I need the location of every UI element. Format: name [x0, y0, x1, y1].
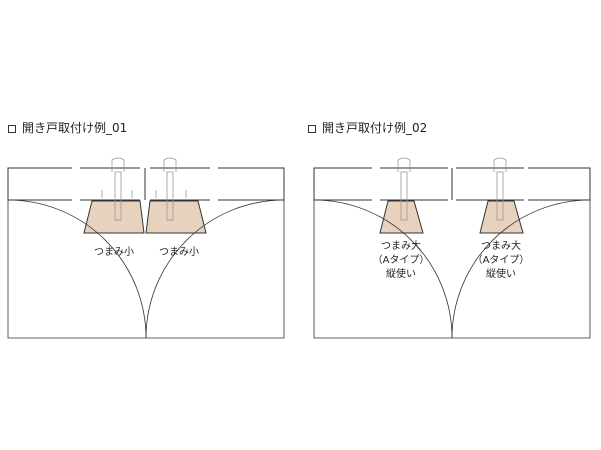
knob-label-left: つまみ小	[94, 247, 134, 258]
knob-large-left	[379, 200, 424, 234]
screw-left	[397, 157, 411, 221]
example-panel-2: 開き戸取付け例_02 つまみ大 （Aタイプ） 縦使い	[300, 0, 600, 450]
door-diagram	[313, 157, 591, 339]
checkbox-square-icon	[308, 125, 316, 133]
screw-left	[101, 157, 133, 221]
panel-title: 開き戸取付け例_02	[308, 121, 427, 135]
panel-title: 開き戸取付け例_01	[8, 121, 127, 135]
cabinet-board	[7, 167, 285, 201]
knob-label-right: つまみ大 （Aタイプ） 縦使い	[472, 241, 530, 280]
screw-right	[493, 157, 507, 221]
checkbox-square-icon	[8, 125, 16, 133]
knob-small-right	[145, 200, 207, 234]
knob-label-right: つまみ小	[159, 247, 199, 258]
screw-right	[155, 157, 187, 221]
door-diagram	[7, 157, 285, 339]
door-swing	[313, 199, 591, 339]
door-swing	[7, 199, 285, 339]
cabinet-board	[313, 167, 591, 201]
knob-large-right	[479, 200, 524, 234]
knob-small-left	[83, 200, 145, 234]
example-panel-1: 開き戸取付け例_01	[0, 0, 300, 450]
knob-label-left: つまみ大 （Aタイプ） 縦使い	[372, 241, 430, 280]
